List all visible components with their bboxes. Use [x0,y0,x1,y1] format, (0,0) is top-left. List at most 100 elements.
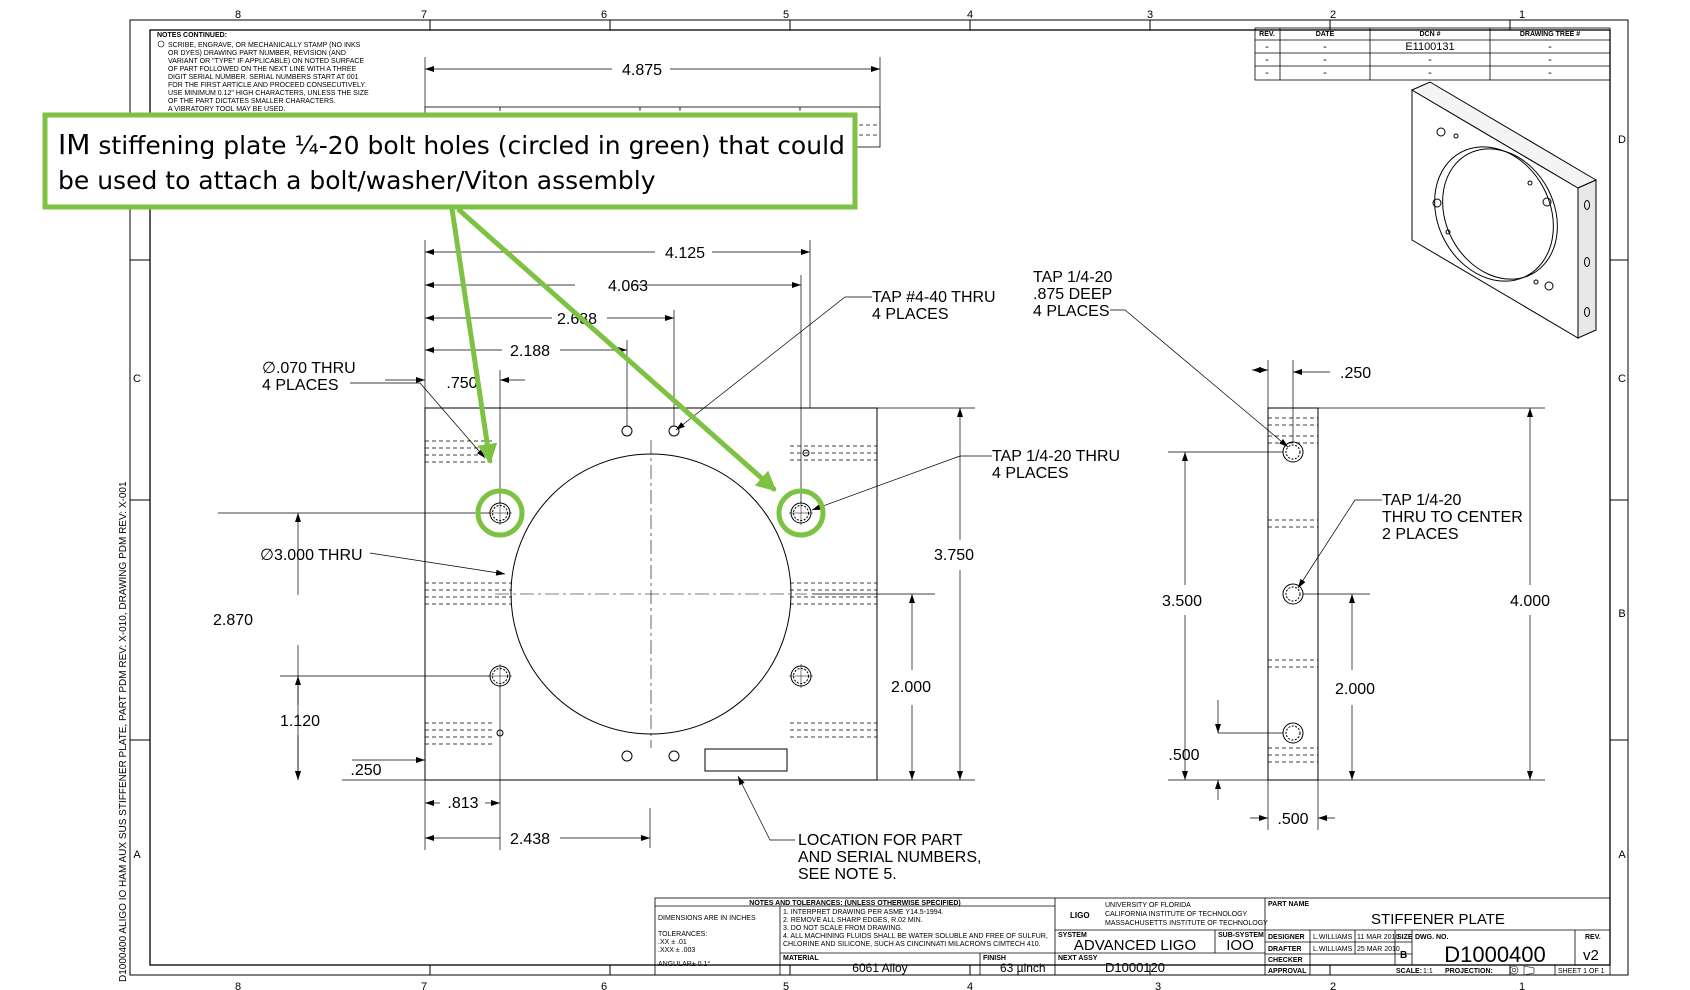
rev-cell: - [1428,67,1432,79]
dimension-value: .750 [446,375,477,392]
green-highlight-circle [475,488,525,538]
grid-col-label: 3 [1147,9,1153,21]
green-arrow [449,208,498,464]
grid-row-label: C [1618,373,1626,385]
rev-header: DCN # [1419,31,1440,38]
tb-next-assy-label: NEXT ASSY [1058,955,1098,962]
callout-box [42,112,858,210]
grid-row-label: A [1618,849,1626,861]
rev-cell: - [1323,41,1327,53]
side-view-dimensions [1110,309,1545,830]
tb-note: CHLORINE AND SILICONE, SUCH AS CINCINNAT… [783,941,1041,948]
note-label: TAP 1/4-20 [1033,269,1113,286]
grid-col-label: 1 [1519,9,1525,21]
rev-cell: - [1548,41,1552,53]
note-line: FOR THE FIRST ARTICLE AND PROCEED CONSEC… [168,82,366,89]
rev-cell: - [1548,54,1552,66]
dimension-value: 2.870 [213,612,253,629]
tb-finish: 63 µinch [1000,961,1046,975]
tb-projection-label: PROJECTION: [1445,968,1493,975]
note-label: .875 DEEP [1033,286,1112,303]
tb-tolerances: TOLERANCES: [658,931,707,938]
green-annotation: IM stiffening plate ¼-20 bolt holes (cir… [42,112,858,538]
dimension-value: .250 [350,762,381,779]
ligo-logo: LIGO [1070,911,1090,920]
tb-designer-date: 11 MAR 2010 [1357,934,1399,941]
note-label: 4 PLACES [262,377,338,394]
grid-row-label: A [133,849,141,861]
grid-row-label: C [133,373,141,385]
tb-approval-label: APPROVAL [1268,968,1307,975]
callout-line1: stiffening plate ¼-20 bolt holes (circle… [90,131,844,160]
dimension-value: .500 [1168,747,1199,764]
grid-col-label: 2 [1330,9,1336,21]
grid-row-label: B [1618,608,1625,620]
note-line: OF THE PART DICTATES SMALLER CHARACTERS. [168,98,336,105]
note-label: AND SERIAL NUMBERS, [798,849,981,866]
grid-labels: 8 7 6 5 4 3 2 1 8 7 6 5 4 3 2 1 D C C B … [133,9,1626,990]
note-label: 4 PLACES [1033,303,1109,320]
rev-header: DRAWING TREE # [1520,31,1580,38]
grid-col-label: 4 [967,9,973,21]
note-5-marker [157,40,165,48]
tb-drafter: L.WILLIAMS [1313,946,1353,953]
rev-header: REV. [1259,31,1275,38]
note-label: 4 PLACES [992,465,1068,482]
note-line: DIGIT SERIAL NUMBER. SERIAL NUMBERS STAR… [168,74,359,81]
tb-sheet: SHEET 1 OF 1 [1558,968,1605,975]
tb-note: 3. DO NOT SCALE FROM DRAWING. [783,925,903,932]
side-view-labels: TAP 1/4-20 .875 DEEP 4 PLACES TAP 1/4-20… [1033,269,1523,543]
projection-symbol-icon [1509,965,1535,976]
tb-material-label: MATERIAL [783,955,819,962]
note-label: TAP #4-40 THRU [872,289,996,306]
rev-cell: - [1428,54,1432,66]
dimension-value: 2.188 [510,343,550,360]
dimension-value: .500 [1277,811,1308,828]
note-line: USE MINIMUM 0.12" HIGH CHARACTERS, UNLES… [168,90,369,97]
side-tapped-hole [1282,441,1304,744]
tb-drafter-label: DRAFTER [1268,946,1301,953]
grid-col-label: 8 [235,9,241,21]
tb-material: 6061 Alloy [852,961,907,975]
callout-line2: be used to attach a bolt/washer/Viton as… [58,166,656,195]
tb-size: B [1400,950,1407,961]
dimension-value: 3.750 [934,547,974,564]
tb-scale: 1:1 [1423,968,1433,975]
dimension-value: 2.000 [1335,681,1375,698]
dimension-value: 4.125 [665,245,705,262]
note-line: OR DYES) DRAWING PART NUMBER, REVISION (… [168,50,346,57]
tb-designer: L.WILLIAMS [1313,934,1353,941]
tb-system-label: SYSTEM [1058,932,1087,939]
front-view-labels: ∅.070 THRU 4 PLACES ∅3.000 THRU TAP #4-4… [260,289,1120,883]
tb-tol-xx: .XX ± .01 [658,939,687,946]
grid-row-label: D [1618,134,1626,146]
grid-col-label: 1 [1519,981,1525,990]
tapped-hole [488,501,512,525]
tb-notes-header: NOTES AND TOLERANCES: (UNLESS OTHERWISE … [749,900,960,907]
grid-col-label: 3 [1155,981,1161,990]
drawing-side-identifier: D1000400 ALIGO IO HAM AUX SUS STIFFENER … [118,481,129,982]
front-view [424,407,878,781]
rev-header: DATE [1316,31,1335,38]
note-label: TAP 1/4-20 THRU [992,448,1120,465]
small-hole [496,425,810,762]
grid-col-label: 6 [601,981,607,990]
tapped-hole [789,664,813,688]
tb-designer-label: DESIGNER [1268,934,1305,941]
green-highlight-circle [776,488,826,538]
tb-dwg-no: D1000400 [1444,942,1546,967]
tb-part-name-label: PART NAME [1268,901,1309,908]
rev-cell: - [1323,54,1327,66]
grid-col-label: 8 [235,981,241,990]
tb-finish-label: FINISH [983,955,1006,962]
rev-cell: - [1548,67,1552,79]
dimension-value: 3.500 [1162,593,1202,610]
tb-dwg-label: DWG. NO. [1415,934,1448,941]
tb-note: 4. ALL MACHINING FLUIDS SHALL BE WATER S… [783,933,1048,940]
tb-system: ADVANCED LIGO [1074,937,1196,954]
note-label: 4 PLACES [872,306,948,323]
tb-scale-label: SCALE: [1396,968,1422,975]
dimension-value: 4.000 [1510,593,1550,610]
tb-drafter-date: 25 MAR 2010 [1357,946,1400,953]
green-arrow [456,207,777,492]
